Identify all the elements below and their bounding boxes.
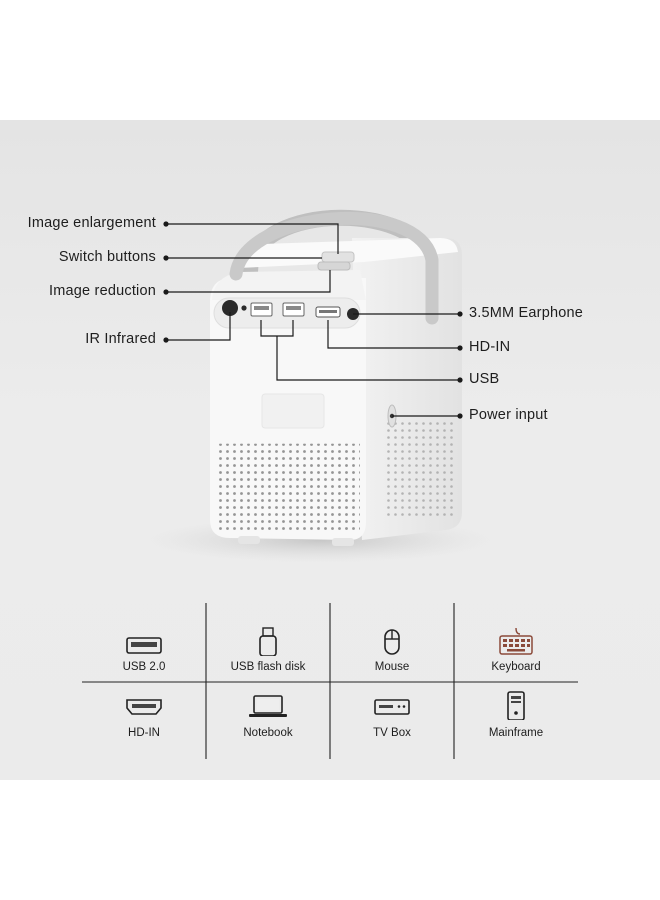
mainframe-icon [507,691,525,720]
callout-line-ir [166,312,231,341]
compat-label-keyboard: Keyboard [491,661,541,673]
compat-grid-lines [82,603,578,759]
hdmi-port-icon [126,699,162,715]
label-switch-buttons: Switch buttons [58,249,156,265]
compat-label-usb-flash: USB flash disk [230,661,306,673]
compat-label-tv-box: TV Box [373,727,411,739]
notebook-icon [249,695,287,717]
tv-box-icon [374,699,410,715]
label-usb: USB [469,371,500,387]
compat-label-mainframe: Mainframe [488,727,544,739]
label-image-enlargement: Image enlargement [27,215,156,231]
compat-label-mouse: Mouse [374,661,410,673]
mouse-icon [384,629,400,655]
keyboard-icon [499,627,533,655]
callout-line-image-enlargement [166,223,339,254]
label-image-reduction: Image reduction [49,283,156,299]
compat-label-hd-in: HD-IN [128,727,160,739]
label-power-input: Power input [469,407,548,423]
label-hd-in: HD-IN [469,339,511,355]
callout-line-image-reduction [166,270,331,293]
callout-line-usb-b [276,336,460,381]
usb-port-icon [126,637,162,654]
label-ir-infrared: IR Infrared [85,331,156,347]
label-earphone: 3.5MM Earphone [469,305,584,321]
compat-label-notebook: Notebook [243,727,293,739]
compat-label-usb: USB 2.0 [122,661,166,673]
callout-line-hdin [327,320,460,349]
usb-flash-disk-icon [259,627,277,656]
